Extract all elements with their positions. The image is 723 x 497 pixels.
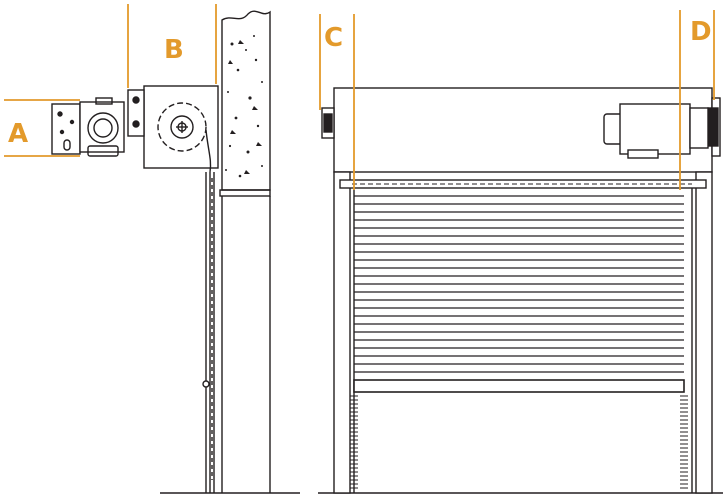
motor-bracket: [51, 103, 81, 155]
dimension-lines: [4, 4, 715, 190]
bracket-hole: [57, 111, 63, 117]
stop-knob: [202, 380, 210, 388]
motor-top-lug: [95, 97, 113, 105]
drum-inner: [170, 115, 194, 139]
spring-coil-left: [350, 395, 358, 489]
wall-lintel: [219, 189, 271, 197]
bracket-hole: [69, 119, 75, 125]
front-motor-foot: [627, 149, 659, 159]
curtain-feed: [205, 129, 212, 173]
label-d: D: [690, 17, 712, 47]
bracket-slot: [63, 139, 71, 151]
bolt-icon: [132, 96, 140, 104]
label-a: A: [8, 119, 28, 149]
drum-outer: [157, 102, 207, 152]
guide-right: [695, 171, 713, 494]
head-box-front: [127, 89, 145, 137]
bottom-bar: [353, 379, 685, 393]
front-gearbox: [689, 107, 709, 149]
side-view: [51, 10, 300, 494]
front-motor-body: [619, 103, 691, 155]
motor-hub: [93, 118, 113, 138]
end-plate-left-inner: [323, 113, 333, 133]
door-slats: [354, 195, 684, 373]
bolt-icon: [132, 120, 140, 128]
bracket-hole: [59, 129, 65, 135]
motor-foot: [87, 145, 119, 157]
label-b: B: [164, 35, 184, 65]
spring-coil-right: [680, 395, 688, 489]
concrete-texture: [225, 35, 263, 178]
end-plate-right-inner: [707, 107, 719, 147]
guide-left: [333, 171, 351, 494]
motor-icon: [87, 112, 119, 144]
label-c: C: [324, 23, 343, 53]
wall-concrete: [221, 10, 271, 191]
front-view: [318, 87, 723, 494]
